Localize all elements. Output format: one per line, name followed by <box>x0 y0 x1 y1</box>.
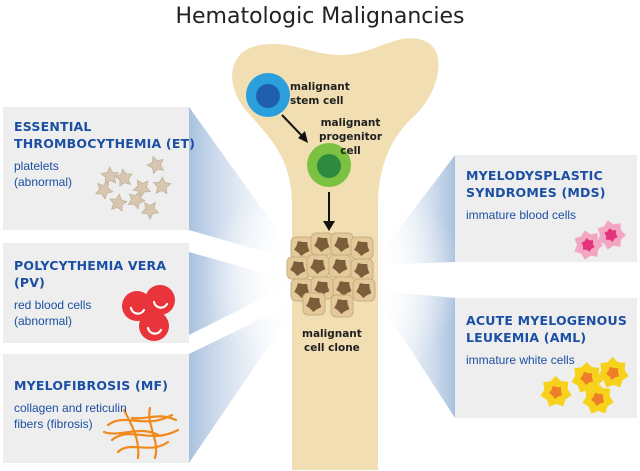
immature-blood-cells-icon <box>574 220 626 260</box>
platelet <box>152 176 172 195</box>
clone-cell-nucleus <box>314 237 330 252</box>
clone-cell-nucleus <box>356 283 372 298</box>
arrow-stem-to-progenitor <box>281 114 308 143</box>
panel-et-title: ESSENTIAL THROMBOCYTHEMIA (ET) <box>14 119 196 151</box>
progenitor-cell-label: malignant progenitor cell <box>319 117 383 157</box>
clone-cell-nucleus <box>290 261 306 276</box>
red-blood-cell <box>122 291 152 321</box>
platelet <box>127 190 146 210</box>
panel-mf: MYELOFIBROSIS (MF) collagen and reticuli… <box>14 377 168 432</box>
immature-white-cell-nucleus <box>591 392 605 406</box>
panel-et-description: platelets (abnormal) <box>14 159 73 189</box>
fiber <box>130 415 178 422</box>
immature-white-cell-nucleus <box>580 371 594 385</box>
cell-clone-label: malignant cell clone <box>302 328 362 354</box>
stem-cell-label: malignant stem cell <box>290 81 350 107</box>
fiber <box>102 429 162 438</box>
clone-cell-nucleus <box>306 297 322 312</box>
panel-mf-description: collagen and reticulin fibers (fibrosis) <box>14 401 127 431</box>
red-blood-cell-highlight <box>152 300 169 309</box>
stem-cell-nucleus <box>256 84 280 108</box>
panel-aml-description: immature white cells <box>466 353 575 367</box>
platelet <box>114 168 133 187</box>
panel-mf-title: MYELOFIBROSIS (MF) <box>14 378 169 393</box>
diagram-title: Hematologic Malignancies <box>175 4 465 29</box>
immature-blood-cell-nucleus <box>604 228 618 242</box>
clone-cell-nucleus <box>334 299 350 314</box>
panel-mds: MYELODYSPLASTIC SYNDROMES (MDS) immature… <box>466 167 606 223</box>
clone-cell-nucleus <box>334 237 350 252</box>
panel-aml-title: ACUTE MYELOGENOUS LEUKEMIA (AML) <box>466 313 628 345</box>
panel-pv-description: red blood cells (abnormal) <box>14 298 92 328</box>
platelet <box>140 201 160 220</box>
platelet <box>109 193 128 212</box>
clone-cell-nucleus <box>354 241 370 256</box>
panel-mf-background <box>3 354 189 463</box>
fiber <box>116 440 170 454</box>
clone-cell-nucleus <box>336 281 352 296</box>
progenitor-cell-nucleus <box>317 154 341 178</box>
immature-blood-cell-nucleus <box>581 238 595 252</box>
immature-white-cell-nucleus <box>606 366 620 380</box>
clone-cell-nucleus <box>332 259 348 274</box>
fiber <box>106 413 174 427</box>
red-blood-cell-highlight <box>129 306 146 315</box>
panel-pv: POLYCYTHEMIA VERA (PV) red blood cells (… <box>14 257 166 329</box>
red-blood-cell <box>145 285 175 315</box>
immature-white-cells-icon <box>540 357 629 414</box>
red-blood-cell <box>139 311 169 341</box>
red-blood-cell-highlight <box>146 326 163 335</box>
panel-et: ESSENTIAL THROMBOCYTHEMIA (ET) platelets… <box>14 118 195 190</box>
platelets-icon <box>94 155 172 220</box>
panel-pv-title: POLYCYTHEMIA VERA (PV) <box>14 258 167 290</box>
fiber <box>122 408 140 460</box>
panel-aml: ACUTE MYELOGENOUS LEUKEMIA (AML) immatur… <box>466 312 627 368</box>
fibers-icon <box>102 406 180 460</box>
clone-cell-nucleus <box>294 241 310 256</box>
panel-mds-description: immature blood cells <box>466 208 577 222</box>
clone-cell-nucleus <box>314 281 330 296</box>
clone-cell-nucleus <box>354 263 370 278</box>
platelet <box>100 166 120 185</box>
clone-cell-nucleus <box>310 259 326 274</box>
fiber <box>110 428 180 442</box>
malignant-cell-clone-cluster <box>286 232 376 318</box>
arrow-progenitor-to-clone <box>323 192 335 231</box>
platelet <box>94 181 114 200</box>
red-blood-cells-icon <box>122 285 175 341</box>
panel-mds-title: MYELODYSPLASTIC SYNDROMES (MDS) <box>466 168 606 200</box>
platelet <box>146 155 165 175</box>
immature-white-cell-nucleus <box>549 385 563 399</box>
platelet <box>132 179 152 198</box>
